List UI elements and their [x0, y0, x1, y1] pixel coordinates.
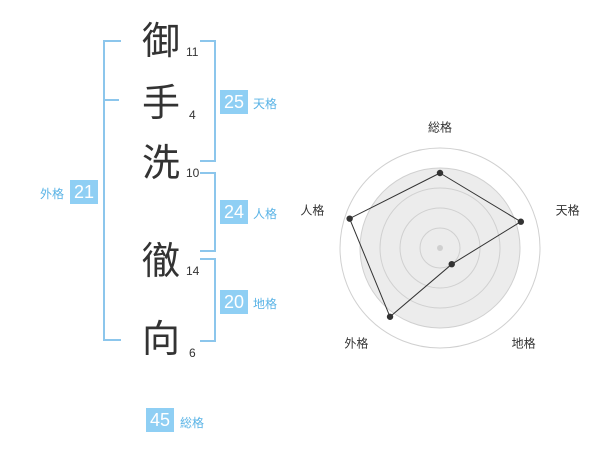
stroke-count-1: 11: [186, 45, 199, 59]
radar-axis-label-1: 総格: [428, 120, 452, 135]
stroke-count-2: 4: [189, 108, 196, 122]
chikaku-value: 20: [220, 290, 248, 314]
chikaku-label: 地格: [253, 297, 278, 311]
radar-center: [437, 245, 443, 251]
radar-point-1: [436, 169, 444, 177]
jinkaku-label: 人格: [253, 207, 278, 221]
radar-ring-4: [359, 167, 521, 329]
radar-axis-label-3: 地格: [512, 335, 536, 350]
name-char-3: 洗: [142, 141, 181, 185]
radar-point-5: [346, 215, 353, 222]
name-char-4: 徹: [142, 239, 181, 283]
gaikaku-bracket-tick-top: [103, 99, 119, 101]
radar-axis-label-2: 天格: [556, 203, 580, 218]
radar-point-3: [448, 260, 455, 268]
jinkaku-bracket: [200, 172, 216, 252]
radar-polygon: [348, 172, 522, 318]
name-char-1: 御: [142, 19, 181, 63]
gaikaku-bracket: [103, 40, 121, 341]
radar-ring-5: [339, 147, 541, 349]
stroke-count-5: 6: [189, 346, 196, 360]
radar-point-2: [517, 218, 525, 225]
radar-ring-1: [419, 227, 461, 269]
gaikaku-value: 21: [70, 180, 98, 204]
tenkaku-bracket: [200, 40, 216, 162]
radar-axis-label-4: 外格: [344, 335, 368, 350]
stroke-count-3: 10: [186, 166, 200, 180]
jinkaku-value: 24: [220, 200, 248, 224]
stroke-count-4: 14: [186, 264, 200, 278]
tenkaku-label: 天格: [253, 97, 278, 111]
radar-ring-3: [379, 187, 501, 309]
chikaku-bracket: [200, 258, 216, 342]
soukaku-value: 45: [146, 408, 174, 432]
tenkaku-value: 25: [220, 90, 248, 114]
radar-axis-label-5: 人格: [300, 203, 324, 218]
name-char-2: 手: [142, 81, 181, 125]
radar-ring-2: [399, 207, 481, 289]
name-char-5: 向: [142, 317, 181, 361]
soukaku-label: 総格: [180, 416, 205, 430]
radar-point-4: [386, 313, 394, 320]
gaikaku-label: 外格: [40, 187, 65, 201]
